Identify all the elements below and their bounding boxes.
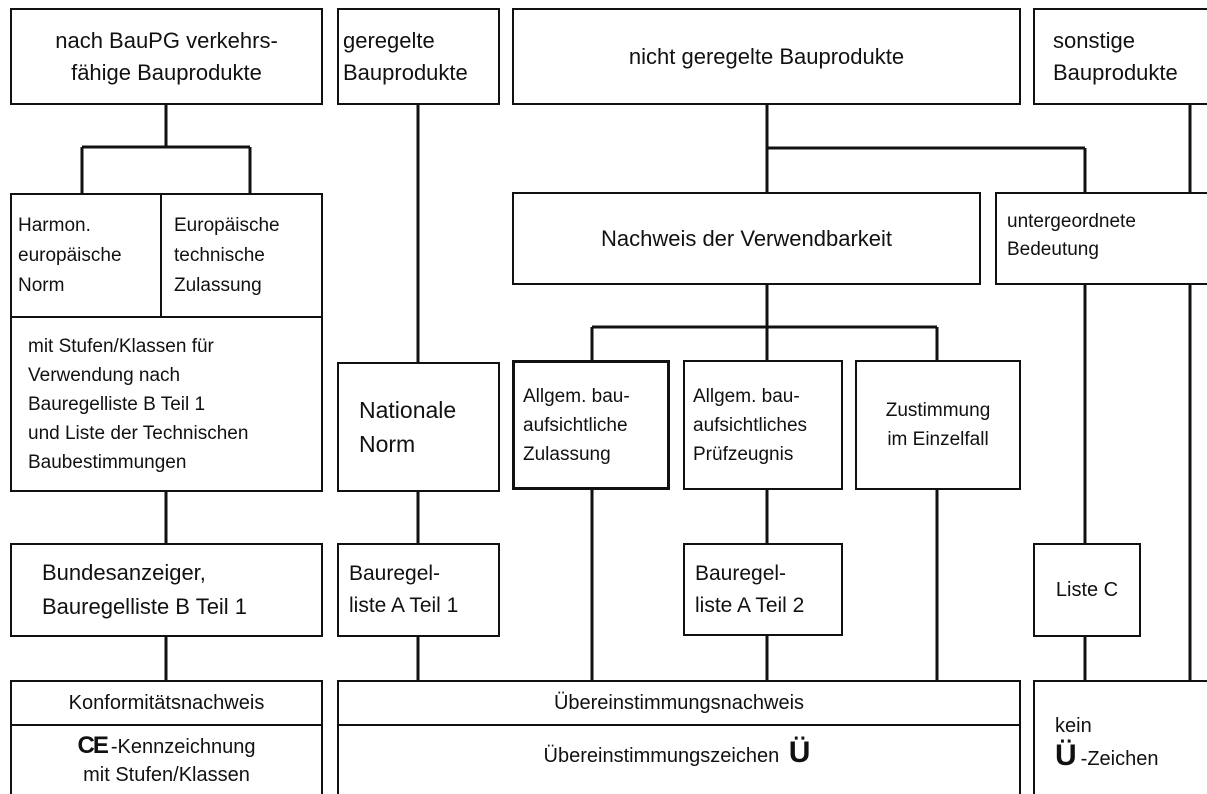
box-uebereinstimmungszeichen: Übereinstimmungszeichen Ü <box>337 724 1021 794</box>
box-harmon-europaeische-norm: Harmon. europäische Norm <box>10 193 162 318</box>
box-line: kein <box>1055 714 1092 737</box>
box-allgem-bauaufsichtliche-zulassung: Allgem. bau- aufsichtliche Zulassung <box>512 360 670 490</box>
box-bundesanzeiger: Bundesanzeiger, Bauregelliste B Teil 1 <box>10 543 323 637</box>
box-line: geregelte <box>343 27 435 53</box>
box-zustimmung-im-einzelfall: Zustimmung im Einzelfall <box>855 360 1021 490</box>
box-europaeische-technische-zulassung: Europäische technische Zulassung <box>160 193 323 318</box>
box-line: aufsichtliches <box>693 414 808 436</box>
box-line: liste A Teil 2 <box>695 593 805 617</box>
box-line: -Kennzeichnung <box>110 736 256 758</box>
box-line: Nationale <box>359 397 457 423</box>
box-line: -Zeichen <box>1080 747 1159 770</box>
box-line: Liste C <box>1055 579 1119 601</box>
box-nachweis-der-verwendbarkeit: Nachweis der Verwendbarkeit <box>512 192 981 285</box>
box-line: im Einzelfall <box>887 429 989 450</box>
box-line: Norm <box>18 274 65 296</box>
box-line: Prüfzeugnis <box>693 443 794 465</box>
box-konformitaetsnachweis: Konformitätsnachweis <box>10 680 323 726</box>
box-line: Europäische <box>174 214 280 236</box>
box-line: Norm <box>359 431 416 457</box>
ue-mark-icon: Ü <box>788 736 811 769</box>
box-line: mit Stufen/Klassen <box>83 764 250 786</box>
ce-mark-icon: CE <box>77 732 109 759</box>
box-line: und Liste der Technischen <box>28 422 249 444</box>
box-line: europäische <box>18 244 122 266</box>
box-line: Allgem. bau- <box>693 385 800 407</box>
box-line: aufsichtliche <box>523 414 628 436</box>
ce-line: CE-Kennzeichnung <box>78 732 256 761</box>
box-line: Übereinstimmungsnachweis <box>553 692 805 714</box>
box-ce-kennzeichnung: CE-Kennzeichnung mit Stufen/Klassen <box>10 724 323 794</box>
box-line: Harmon. <box>18 214 91 236</box>
box-line: sonstige <box>1053 27 1135 53</box>
box-nicht-geregelte-bauprodukte: nicht geregelte Bauprodukte <box>512 8 1021 105</box>
box-bauregelliste-a-teil-2: Bauregel- liste A Teil 2 <box>683 543 843 636</box>
box-stufen-klassen: mit Stufen/Klassen für Verwendung nach B… <box>10 316 323 492</box>
box-line: Nachweis der Verwendbarkeit <box>600 225 893 251</box>
box-line: liste A Teil 1 <box>349 594 459 617</box>
box-line: Baubestimmungen <box>28 451 187 473</box>
box-line: nach BauPG verkehrs- <box>55 27 278 53</box>
box-line: Bedeutung <box>1007 239 1099 260</box>
box-liste-c: Liste C <box>1033 543 1141 637</box>
ue-mark-icon: Ü <box>1055 738 1077 772</box>
box-line: nicht geregelte Bauprodukte <box>628 43 905 69</box>
box-line: Bauregelliste B Teil 1 <box>42 594 248 619</box>
box-line: technische <box>174 244 265 266</box>
box-baupg-products: nach BauPG verkehrs- fähige Bauprodukte <box>10 8 323 105</box>
box-line: Bauprodukte <box>1053 59 1178 85</box>
box-line: Zulassung <box>523 443 611 465</box>
box-kein-ue-zeichen: kein Ü-Zeichen <box>1033 680 1207 794</box>
box-allgem-bauaufsichtliches-pruefzeugnis: Allgem. bau- aufsichtliches Prüfzeugnis <box>683 360 843 490</box>
box-line: Konformitätsnachweis <box>68 692 265 714</box>
box-untergeordnete-bedeutung: untergeordnete Bedeutung <box>995 192 1207 285</box>
box-line: Übereinstimmungszeichen <box>543 745 780 767</box>
box-sonstige-bauprodukte: sonstige Bauprodukte <box>1033 8 1207 105</box>
box-line: fähige Bauprodukte <box>71 59 262 85</box>
kein-zeichen-line: Ü-Zeichen <box>1055 738 1159 774</box>
box-line: Bauregel- <box>695 561 787 585</box>
uebereinstimmungszeichen-line: Übereinstimmungszeichen Ü <box>543 738 815 769</box>
box-line: Allgem. bau- <box>523 385 630 407</box>
box-line: Bauregel- <box>349 562 441 585</box>
box-line: Zulassung <box>174 274 262 296</box>
box-line: Bauregelliste B Teil 1 <box>28 393 206 415</box>
box-line: Zustimmung <box>885 400 991 421</box>
box-line: untergeordnete <box>1007 211 1136 232</box>
box-line: Bundesanzeiger, <box>42 560 206 585</box>
box-bauregelliste-a-teil-1: Bauregel- liste A Teil 1 <box>337 543 500 637</box>
box-uebereinstimmungsnachweis: Übereinstimmungsnachweis <box>337 680 1021 726</box>
box-nationale-norm: Nationale Norm <box>337 362 500 492</box>
box-line: Bauprodukte <box>343 59 468 85</box>
box-geregelte-bauprodukte: geregelte Bauprodukte <box>337 8 500 105</box>
box-line: Verwendung nach <box>28 364 181 386</box>
box-line: mit Stufen/Klassen für <box>28 335 214 357</box>
